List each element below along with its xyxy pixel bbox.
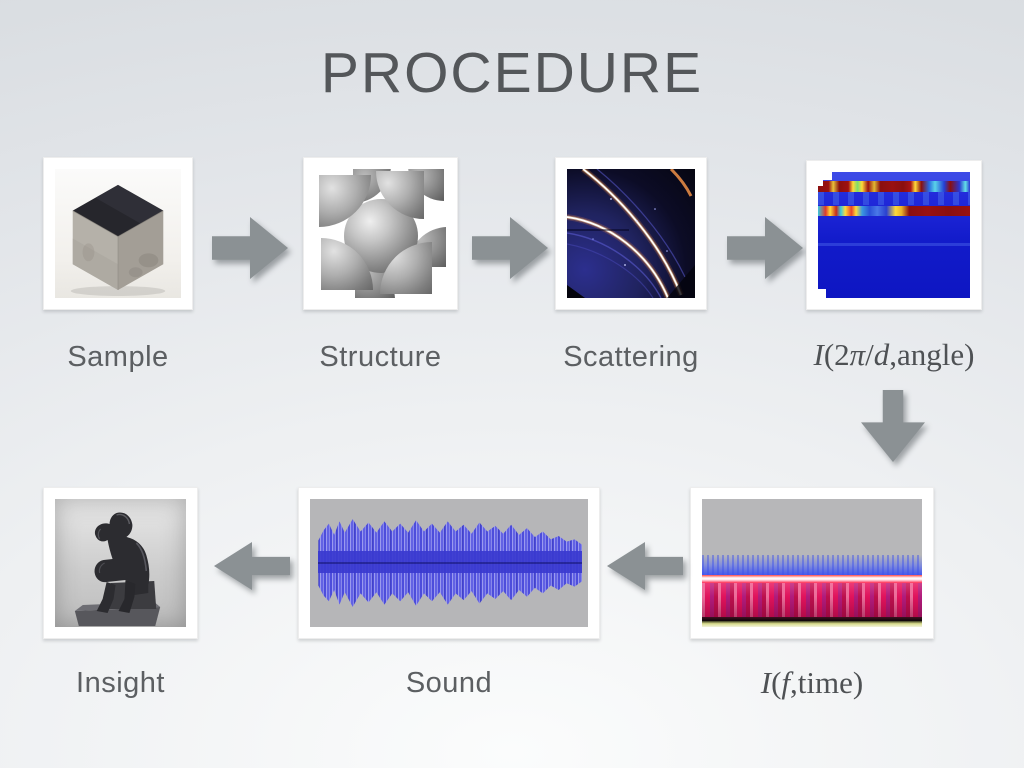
metal-cube-illustration — [70, 184, 166, 297]
flow-arrow-right-icon-1 — [212, 217, 288, 279]
flow-arrow-down-icon — [861, 390, 925, 462]
heatmap-photo-frame — [806, 160, 982, 310]
insight-label: Insight — [76, 667, 165, 699]
diffraction-pattern-image — [567, 169, 695, 298]
flow-arrow-left-icon-2 — [214, 542, 290, 590]
diffraction-rings — [567, 169, 695, 298]
i-f-time-label: I(f,time) — [760, 665, 864, 700]
spectrogram-hot-band — [702, 574, 922, 584]
heatmap-stripe-2 — [818, 206, 970, 217]
spectrogram-photo-frame — [690, 487, 934, 639]
heatmap-corner-notch — [818, 172, 824, 186]
sample-photo-frame — [43, 157, 193, 310]
thinker-statue-illustration — [74, 512, 161, 626]
flow-arrow-right-icon-2 — [472, 217, 548, 279]
heatmap-corner-notch — [818, 172, 832, 180]
spectrogram-stripe-band — [702, 583, 922, 617]
heatmap-faint-line — [818, 242, 970, 246]
heatmap-streaks — [818, 192, 970, 205]
sound-photo-frame — [298, 487, 600, 639]
sample-label: Sample — [67, 341, 169, 373]
spectrogram-blue-band — [702, 555, 922, 575]
thinker-statue-image — [55, 499, 186, 627]
heatmap-corner-notch — [818, 289, 826, 298]
i-q-angle-label: I(2π/d,angle) — [813, 337, 975, 372]
structure-label: Structure — [319, 341, 442, 373]
flow-arrow-left-icon-1 — [607, 542, 683, 590]
scattering-label: Scattering — [563, 341, 699, 373]
waveform-center-line — [318, 561, 583, 564]
audio-waveform-image — [310, 499, 588, 627]
sound-label: Sound — [405, 667, 493, 699]
crystal-structure-image — [315, 169, 446, 298]
heatmap-stripe-1 — [818, 180, 970, 193]
intensity-heatmap-image — [818, 172, 970, 298]
flow-arrow-right-icon-3 — [727, 217, 803, 279]
structure-photo-frame — [303, 157, 458, 310]
slide-title: PROCEDURE — [320, 41, 704, 105]
spectrogram-image — [702, 499, 922, 627]
spectrogram-bottom-band — [702, 621, 922, 627]
metal-cube-photo — [55, 169, 181, 298]
spectrogram-dark-line — [702, 616, 922, 622]
insight-photo-frame — [43, 487, 198, 639]
heatmap-top-band — [818, 172, 970, 181]
scattering-photo-frame — [555, 157, 707, 310]
